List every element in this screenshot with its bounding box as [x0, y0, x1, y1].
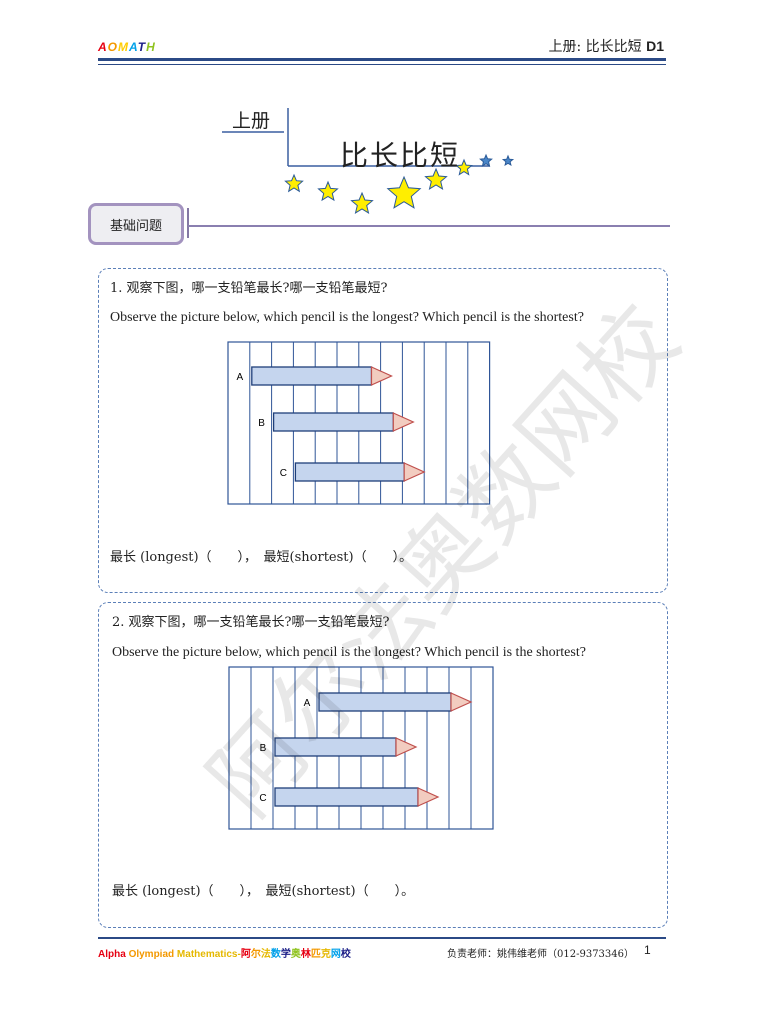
title-banner-graphics: [222, 108, 515, 214]
question-2-prompt-en: Observe the picture below, which pencil …: [112, 645, 586, 660]
header-chapter: 上册: 比长比短 D1: [548, 36, 664, 56]
star-icon: [479, 153, 493, 167]
pencil-a-body: [318, 692, 452, 712]
star-icon: [455, 158, 473, 176]
brand-logo: AOMATH: [98, 40, 156, 54]
logo-letter: O: [107, 40, 119, 54]
footer-teacher: 负责老师：姚伟维老师（012-9373346）: [447, 949, 635, 960]
question-2-box: [98, 602, 668, 928]
header-rule: [98, 58, 666, 61]
star-icon: [284, 173, 304, 193]
question-2-pencil-figure: A B C: [228, 666, 494, 830]
header-chapter-text: 上册: 比长比短: [548, 39, 642, 55]
question-1-pencil-figure: A B C: [227, 341, 491, 505]
pencil-b-tip: [392, 412, 415, 432]
question-2-answer-line[interactable]: 最长 (longest)（ ）， 最短(shortest)（ ）。: [112, 884, 415, 899]
pencil-c-label: C: [280, 468, 287, 479]
pencil-a-label: A: [304, 698, 311, 709]
pencil-a-label: A: [236, 372, 243, 383]
pencil-c-tip: [417, 787, 440, 807]
question-1-answer-line[interactable]: 最长 (longest)（ ）， 最短(shortest)（ ）。: [110, 550, 413, 565]
footer-brand-cn: 阿尔法数学奥林匹克网校: [240, 949, 351, 960]
pencil-b-tip: [395, 737, 418, 757]
pencil-a-tip: [370, 366, 393, 386]
star-icon: [350, 191, 374, 214]
logo-letter: A: [129, 40, 138, 54]
star-icon: [501, 154, 515, 167]
header-rule-thin: [98, 64, 666, 65]
footer-rule: [98, 937, 666, 939]
pencil-b-body: [272, 412, 394, 432]
section-badge: 基础问题: [88, 203, 184, 245]
section-label: 基础问题: [109, 218, 162, 234]
question-1-prompt-en: Observe the picture below, which pencil …: [110, 310, 584, 325]
logo-letter: M: [118, 40, 130, 54]
star-icon: [424, 167, 448, 190]
header-chapter-code: D1: [646, 38, 664, 54]
logo-letter: T: [137, 40, 147, 54]
lesson-title: 比长比短: [340, 139, 461, 172]
logo-letter: A: [98, 40, 108, 54]
pencil-a-body: [251, 366, 373, 386]
pencil-b-label: B: [260, 743, 267, 754]
volume-label: 上册: [232, 110, 271, 132]
pencil-c-body: [274, 787, 419, 807]
pencil-c-body: [294, 462, 405, 482]
pencil-b-body: [274, 737, 397, 757]
pencil-b-label: B: [258, 418, 265, 429]
star-icon: [386, 175, 422, 209]
question-1-box: [98, 268, 668, 593]
pencil-c-tip: [403, 462, 426, 482]
footer-brand: Alpha Olympiad Mathematics-阿尔法数学奥林匹克网校: [98, 945, 351, 960]
page-number: 1: [644, 943, 651, 957]
pencil-a-tip: [450, 692, 473, 712]
star-icon: [317, 180, 339, 202]
footer-brand-en: Alpha Olympiad Mathematics-: [98, 949, 241, 960]
question-1-prompt-cn: 1. 观察下图，哪一支铅笔最长?哪一支铅笔最短?: [110, 281, 388, 296]
section-rule: [187, 208, 670, 238]
pencil-c-label: C: [259, 793, 266, 804]
logo-letter: H: [146, 40, 156, 54]
question-2-prompt-cn: 2. 观察下图，哪一支铅笔最长?哪一支铅笔最短?: [112, 615, 390, 630]
